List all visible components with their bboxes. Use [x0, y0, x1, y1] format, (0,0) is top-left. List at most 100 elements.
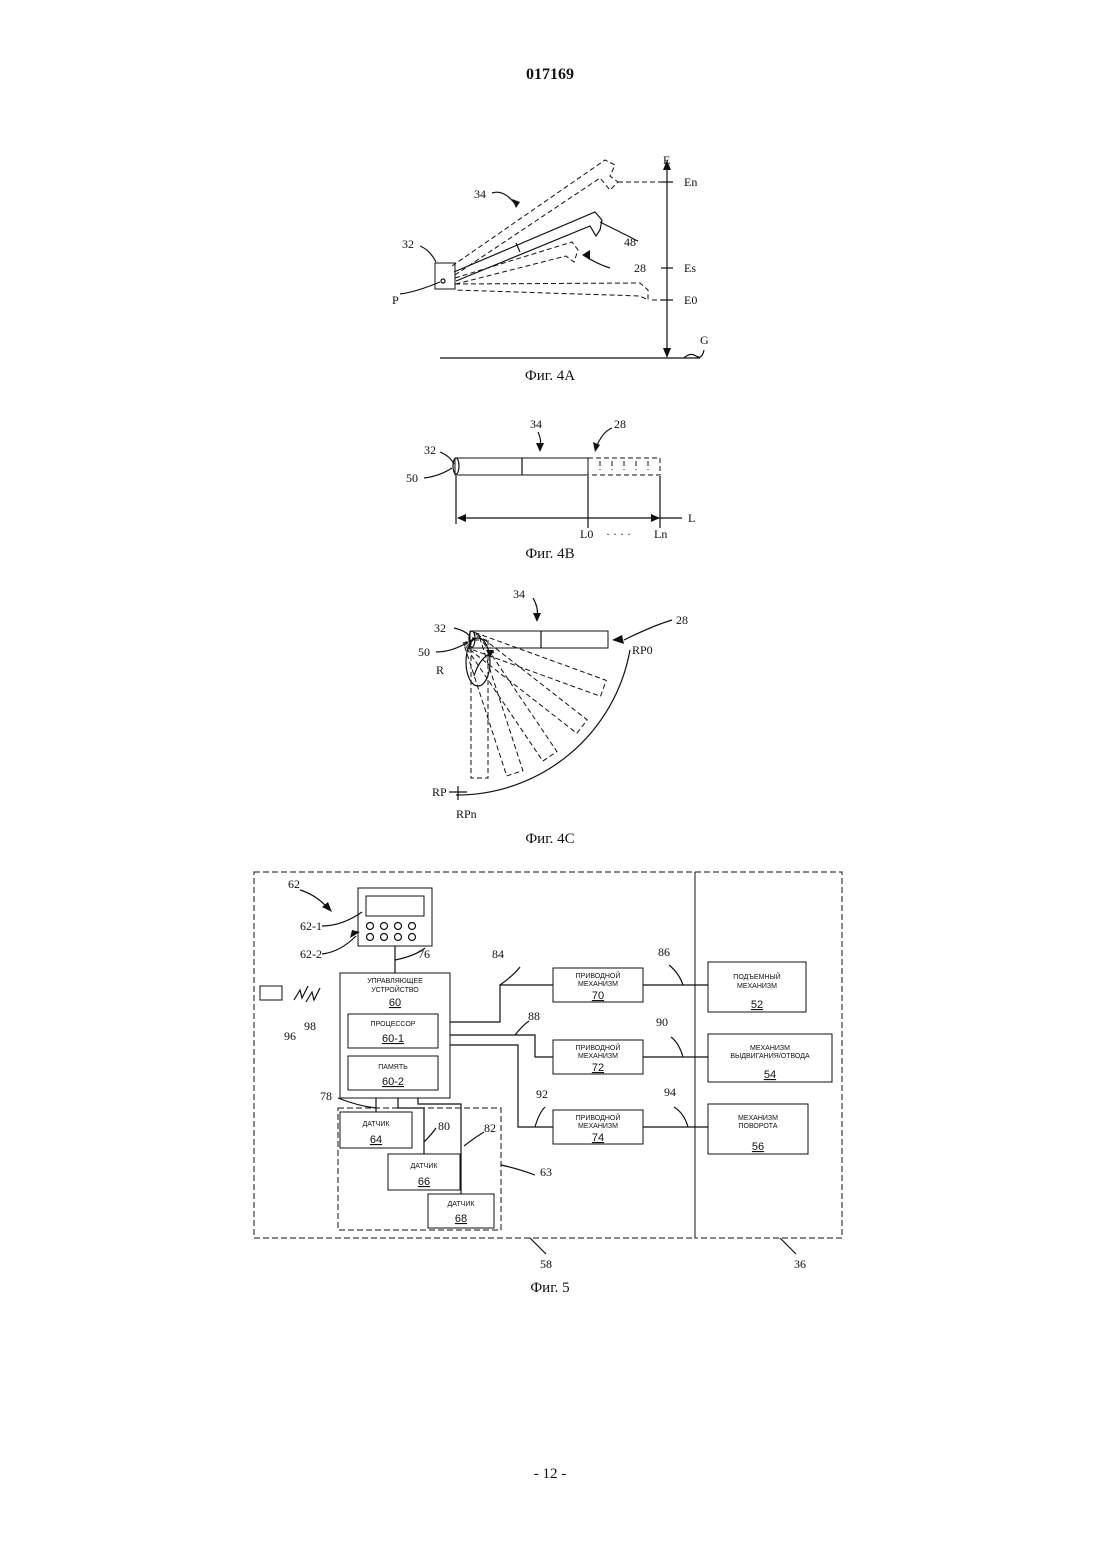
label-78: 78	[320, 1089, 332, 1103]
mech52-title-2: МЕХАНИЗМ	[737, 983, 777, 990]
dim-arrow-left	[457, 514, 466, 522]
label-92: 92	[536, 1087, 548, 1101]
drive74-title-2: МЕХАНИЗМ	[578, 1123, 618, 1130]
arrow-34	[533, 613, 541, 622]
label-es: Es	[684, 261, 696, 275]
label-e: E	[663, 153, 670, 167]
display-62-1	[366, 896, 424, 916]
label-88: 88	[528, 1009, 540, 1023]
arrow-28	[593, 442, 600, 452]
label-86: 86	[658, 945, 670, 959]
label-28: 28	[614, 417, 626, 431]
mech56-number: 56	[752, 1141, 764, 1153]
leader-58	[530, 1238, 546, 1254]
mech54-title-2: ВЫДВИГАНИЯ/ОТВОДА	[730, 1053, 810, 1060]
label-rpn: RPn	[456, 807, 477, 821]
label-l: L	[688, 511, 695, 525]
leader-28	[624, 620, 672, 640]
wireless-device-96	[260, 986, 282, 1000]
label-en: En	[684, 175, 697, 189]
mech56-title-2: ПОВОРОТА	[738, 1123, 777, 1130]
memory-title: ПАМЯТЬ	[378, 1064, 408, 1071]
label-76: 76	[418, 947, 430, 961]
label-p: P	[392, 293, 399, 307]
leader-88	[515, 1021, 529, 1035]
leader-62	[300, 890, 326, 906]
label-32: 32	[402, 237, 414, 251]
mech54-title-1: МЕХАНИЗМ	[750, 1045, 790, 1052]
label-63: 63	[540, 1165, 552, 1179]
leader-36	[780, 1238, 796, 1254]
sensor66-number: 66	[418, 1176, 430, 1188]
label-e0: E0	[684, 293, 697, 307]
drive74-number: 74	[592, 1132, 604, 1144]
dim-arrow-right	[651, 514, 660, 522]
label-34: 34	[474, 187, 486, 201]
rotated-boom-4	[463, 638, 522, 776]
label-50: 50	[418, 645, 430, 659]
caption-fig4c: Фиг. 4С	[525, 831, 574, 847]
controller-title-1: УПРАВЛЯЮЩЕЕ	[367, 978, 423, 985]
arrow-34	[512, 199, 520, 208]
label-96: 96	[284, 1029, 296, 1043]
controller-number: 60	[389, 997, 401, 1009]
leader-84	[500, 967, 520, 985]
mech52-title-1: ПОДЪЕМНЫЙ	[733, 972, 780, 981]
leader-63	[501, 1165, 535, 1175]
sensor66-title: ДАТЧИК	[411, 1163, 439, 1170]
mech54-number: 54	[764, 1069, 776, 1081]
label-g: G	[700, 333, 709, 347]
label-62-2: 62-2	[300, 947, 322, 961]
leader-32	[454, 628, 470, 636]
label-80: 80	[438, 1119, 450, 1133]
leader-82	[464, 1132, 484, 1146]
leader-34	[492, 192, 516, 205]
label-32: 32	[424, 443, 436, 457]
figure-4c: 34 28 32 50 R RP0 RP RPn Фиг. 4С	[418, 587, 688, 847]
sensor64-number: 64	[370, 1134, 382, 1146]
label-62-1: 62-1	[300, 919, 322, 933]
caption-fig4a: Фиг. 4А	[525, 368, 575, 384]
figure-4a: 34 32 P 48 28 E En Es E0 G Фиг. 4А	[392, 153, 709, 384]
label-82: 82	[484, 1121, 496, 1135]
processor-number: 60-1	[382, 1033, 404, 1045]
leader-32	[440, 452, 454, 464]
sensor68-title: ДАТЧИК	[448, 1201, 476, 1208]
caption-fig5: Фиг. 5	[530, 1280, 569, 1296]
drive72-title-1: ПРИВОДНОЙ	[576, 1043, 621, 1052]
label-rp: RP	[432, 785, 447, 799]
leader-62-1	[322, 912, 362, 926]
leader-32	[420, 246, 436, 262]
label-58: 58	[540, 1257, 552, 1271]
figure-5: УПРАВЛЯЮЩЕЕ УСТРОЙСТВО 60 ПРОЦЕССОР 60-1…	[254, 872, 842, 1296]
extension-dashed	[588, 458, 660, 475]
label-rp0: RP0	[632, 643, 653, 657]
mech52-number: 52	[751, 999, 763, 1011]
label-dots: · · · ·	[606, 527, 631, 541]
label-62: 62	[288, 877, 300, 891]
leader-86	[669, 965, 683, 985]
processor-title: ПРОЦЕССОР	[371, 1021, 416, 1028]
label-84: 84	[492, 947, 504, 961]
label-l0: L0	[580, 527, 593, 541]
drive70-number: 70	[592, 990, 604, 1002]
boom-mid-dashed	[455, 242, 578, 284]
arrow-28	[582, 250, 590, 260]
wireless-signal-98-a	[294, 986, 308, 1000]
axis-arrow-down	[663, 348, 671, 358]
arrow-28	[612, 635, 624, 644]
arrow-34	[536, 443, 544, 452]
controller-title-2: УСТРОЙСТВО	[371, 985, 419, 994]
pivot-box-32	[435, 263, 455, 289]
sensor68-number: 68	[455, 1213, 467, 1225]
boom-body	[470, 631, 608, 648]
label-34: 34	[513, 587, 525, 601]
drive74-title-1: ПРИВОДНОЙ	[576, 1113, 621, 1122]
label-r: R	[436, 663, 444, 677]
label-ln: Ln	[654, 527, 667, 541]
label-36: 36	[794, 1257, 806, 1271]
label-50: 50	[406, 471, 418, 485]
label-34: 34	[530, 417, 542, 431]
boom-upper-dashed	[452, 160, 618, 275]
